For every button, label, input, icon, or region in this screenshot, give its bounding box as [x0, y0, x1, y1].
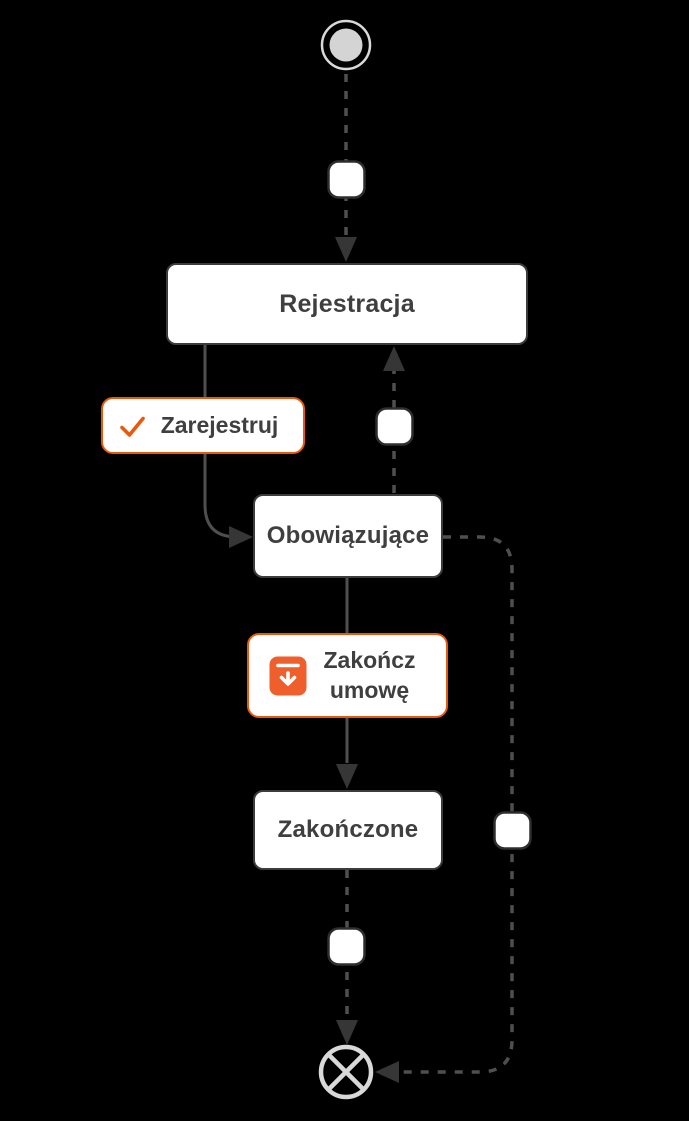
- event-label-zakoncz-umowe[interactable]: Zakończ umowę: [247, 633, 448, 718]
- final-state-node[interactable]: [318, 1044, 374, 1100]
- transition-handle-final[interactable]: [327, 927, 366, 966]
- state-label: Zakończone: [277, 816, 419, 843]
- state-label: Rejestracja: [279, 289, 415, 318]
- archive-down-icon: [269, 656, 307, 695]
- initial-state-node[interactable]: [320, 19, 372, 71]
- arrowhead-into-final-top: [336, 1020, 358, 1045]
- arrowhead-into-rejestracja: [335, 237, 357, 262]
- arrowhead-back-into-rejestracja: [383, 346, 405, 371]
- arrowhead-into-final-right: [375, 1061, 399, 1083]
- arrowhead-into-obowiazujace: [229, 526, 253, 548]
- state-label: Obowiązujące: [266, 522, 430, 549]
- state-node-obowiazujace[interactable]: Obowiązujące: [253, 494, 443, 578]
- event-label-zarejestruj[interactable]: Zarejestruj: [101, 397, 305, 454]
- state-node-zakonczone[interactable]: Zakończone: [253, 790, 443, 870]
- arrowhead-into-zakonczone: [336, 764, 358, 789]
- state-node-rejestracja[interactable]: Rejestracja: [166, 263, 528, 345]
- event-label-text: Zakończ umowę: [323, 646, 416, 703]
- transition-handle-return[interactable]: [375, 407, 414, 446]
- transition-handle-start[interactable]: [327, 160, 366, 199]
- check-icon: [120, 416, 145, 437]
- transition-line-obowiazujace-to-final: [402, 535, 514, 1074]
- transition-handle-right[interactable]: [493, 811, 532, 850]
- event-label-text: Zarejestruj: [160, 412, 279, 438]
